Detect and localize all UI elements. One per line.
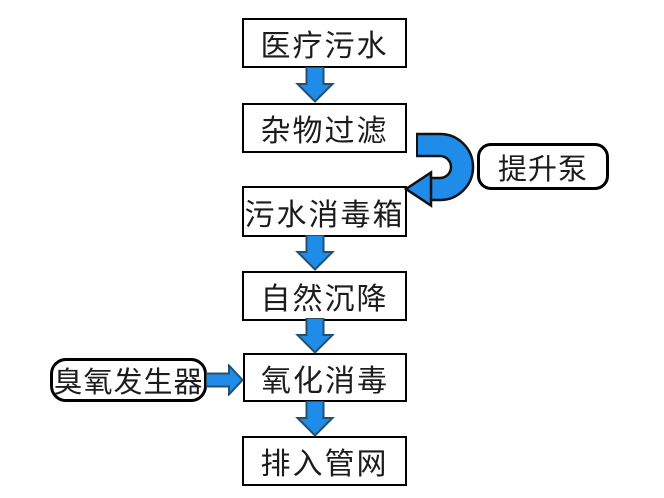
- node-debris-filtering: 杂物过滤: [242, 103, 407, 153]
- node-ozone-generator: 臭氧发生器: [50, 358, 207, 402]
- node-discharge-to-pipe-network: 排入管网: [242, 436, 407, 486]
- node-lift-pump: 提升泵: [477, 143, 609, 190]
- node-oxidation-disinfection: 氧化消毒: [243, 353, 407, 402]
- uturn-arrow-icon: [403, 132, 475, 208]
- node-natural-sedimentation: 自然沉降: [242, 271, 407, 321]
- arrow-down-icon: [295, 318, 335, 354]
- node-medical-wastewater: 医疗污水: [242, 18, 407, 68]
- arrow-down-icon: [295, 67, 335, 103]
- arrow-down-icon: [295, 235, 335, 271]
- arrow-right-icon: [206, 364, 244, 396]
- node-sewage-disinfection-tank: 污水消毒箱: [242, 186, 407, 237]
- arrow-down-icon: [295, 401, 335, 437]
